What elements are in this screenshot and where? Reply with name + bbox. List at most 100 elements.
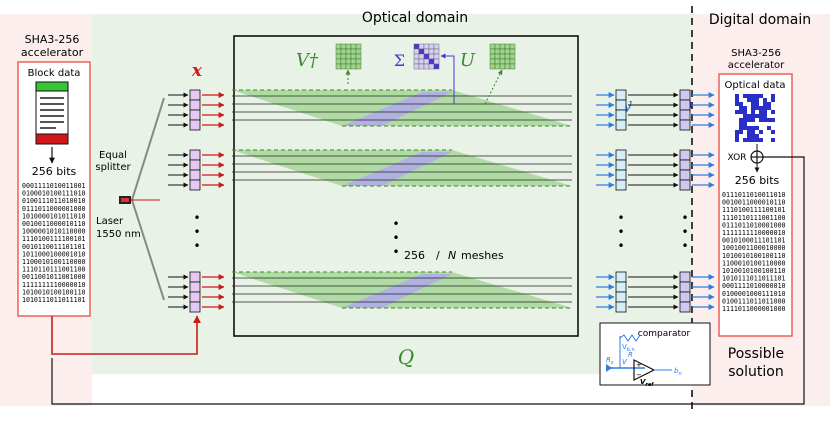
block-data-green-band: [35, 81, 69, 92]
matrix-cell: [345, 43, 352, 50]
matrix-cell: [423, 58, 430, 65]
matrix-cell: [345, 48, 352, 55]
bit-row: 0111011010011010: [722, 191, 786, 199]
matrix-sigma-label: Σ: [394, 51, 405, 70]
x-element: [189, 109, 201, 121]
ellipsis-dot: •: [392, 231, 399, 245]
matrix-cell: [428, 53, 435, 60]
mesh-count-word: meshes: [461, 249, 504, 262]
matrix-cell: [423, 63, 430, 70]
ellipsis-dot: •: [392, 245, 399, 259]
comparator-vref: Vref: [640, 378, 654, 388]
left-bits-label: 256 bits: [32, 165, 77, 178]
y-element: [615, 159, 627, 171]
optical-mesh-box: [233, 35, 579, 337]
y-element: [615, 169, 627, 181]
matrix-cell: [509, 58, 516, 65]
matrix-cell: [509, 53, 516, 60]
matrix-cell: [418, 63, 425, 70]
optical-pixel: [767, 114, 771, 118]
b-element: [679, 119, 691, 131]
comparator-label: comparator: [638, 329, 691, 339]
x-element: [189, 291, 201, 303]
comparator-bn: bn: [674, 367, 682, 377]
ellipsis-dot: •: [617, 225, 624, 239]
matrix-v-dagger-label: V†: [296, 50, 319, 71]
possible-solution-line-1: Possible: [728, 346, 784, 362]
comparator-box: [599, 322, 711, 386]
right-bits-block: 0111011010011010001001100001011011101001…: [722, 191, 786, 313]
left-accelerator: SHA3-256 accelerator Block data 256 bits…: [17, 33, 91, 317]
optical-pixel: [743, 130, 747, 134]
ellipsis-dot: •: [193, 225, 200, 239]
matrix-cell: [423, 43, 430, 50]
optical-pixel: [755, 130, 759, 134]
bit-row: 1010111011011101: [22, 296, 86, 304]
y-b-vector: [596, 149, 715, 191]
comparator-rs: Rs: [606, 356, 614, 366]
matrix-cell: [413, 58, 420, 65]
bit-row: 0001111010011001: [22, 182, 86, 190]
x-ellipsis: •••: [193, 211, 200, 253]
matrix-cell: [340, 48, 347, 55]
x-element: [189, 89, 201, 101]
optical-pixel: [771, 102, 775, 106]
matrix-cell: [350, 43, 357, 50]
comparator-plus: +: [636, 361, 642, 369]
matrix-cell: [509, 63, 516, 70]
left-bits-block: 0001111010011001010001010011101001001110…: [22, 182, 86, 304]
bit-row: 1001001100010000: [722, 244, 786, 252]
optical-pixel: [767, 94, 771, 98]
matrix-cell: [494, 48, 501, 55]
matrix-cell: [428, 58, 435, 65]
bit-row: 0100001000111010: [722, 290, 786, 298]
optical-pixel: [739, 134, 743, 138]
optical-domain-bg: [92, 14, 692, 374]
matrix-cell: [499, 43, 506, 50]
ellipsis-dot: •: [681, 225, 688, 239]
matrix-cell: [489, 63, 496, 70]
bit-row: 1010010100100110: [722, 252, 786, 260]
optical-data-label: Optical data: [724, 80, 785, 91]
left-accelerator-title-1: SHA3-256: [25, 33, 80, 46]
optical-domain-title: Optical domain: [362, 10, 468, 26]
x-element: [189, 179, 201, 191]
matrix-cell: [428, 43, 435, 50]
optical-pixel: [755, 110, 759, 114]
matrix-cell: [350, 48, 357, 55]
optical-pixel: [747, 106, 751, 110]
matrix-cell: [340, 53, 347, 60]
block-data-red-band: [35, 133, 69, 145]
matrix-cell: [504, 48, 511, 55]
optical-pixel: [771, 106, 775, 110]
optical-pixel: [759, 98, 763, 102]
optical-pixel: [739, 94, 743, 98]
mesh-sigma-band: [342, 92, 452, 126]
equal-splitter-label-1: Equal: [99, 150, 127, 161]
x-vector: [168, 271, 225, 313]
matrix-cell: [413, 48, 420, 55]
y-element: [615, 179, 627, 191]
matrix-cell: [423, 53, 430, 60]
mesh-rows: [232, 89, 572, 309]
laser-source: Equal splitter Laser 1550 nm: [95, 97, 165, 301]
matrix-cell: [413, 53, 420, 60]
matrix-v-dagger-icon: [335, 43, 362, 70]
y-element: [615, 109, 627, 121]
bit-row: 1110110111001100: [22, 266, 86, 274]
matrix-cell: [418, 48, 425, 55]
matrix-cell: [489, 48, 496, 55]
matrix-cell: [335, 53, 342, 60]
x-vector: [168, 89, 225, 131]
matrix-cell: [433, 43, 440, 50]
matrix-cell: [494, 58, 501, 65]
y-b-vectors: [596, 89, 715, 313]
matrix-cell: [509, 43, 516, 50]
matrix-cell: [355, 43, 362, 50]
x-element: [189, 169, 201, 181]
matrix-cell: [355, 48, 362, 55]
optical-pixel: [763, 130, 767, 134]
u-pointer: [483, 69, 503, 107]
bit-row: 1111011000001000: [722, 305, 786, 313]
